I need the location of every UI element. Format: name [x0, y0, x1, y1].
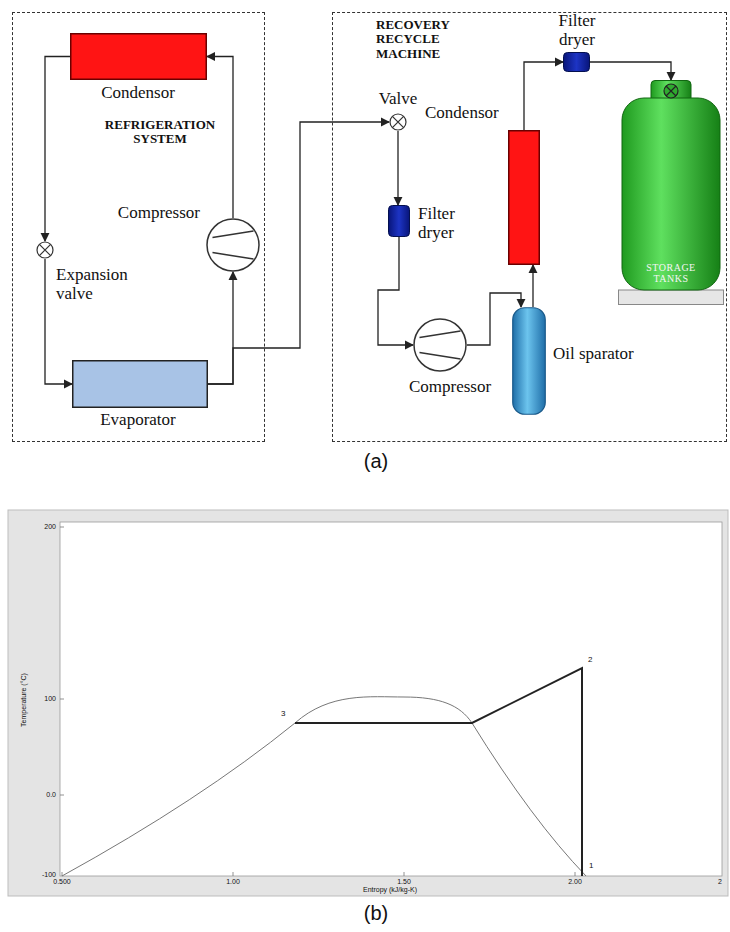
evaporator-box-outline — [72, 360, 208, 408]
group-heading: REFRIGERATION SYSTEM — [95, 118, 225, 147]
condenser-box-fill — [71, 34, 207, 80]
oil-separator: Oil sparator — [512, 307, 546, 415]
valve-symbol-outline — [36, 241, 54, 259]
part-label: Valve — [368, 90, 428, 109]
axis-label: 100 — [44, 695, 56, 703]
axis-label: -100 — [42, 871, 56, 879]
filter-dryer-outline — [388, 205, 410, 237]
valve-symbol: Expansion valve — [36, 241, 54, 259]
part-label: Compressor — [400, 378, 500, 397]
axis-title: Temperature (°C) — [20, 673, 28, 727]
system-boundary: REFRIGERATION SYSTEMCondensorCompressorE… — [12, 12, 265, 442]
part-label: Condensor — [88, 84, 188, 103]
axis-label: 1.50 — [397, 878, 411, 886]
compressor-lines — [212, 231, 253, 259]
compressor-symbol: Compressor — [206, 218, 260, 272]
chart-frame — [8, 510, 728, 896]
flow-line — [45, 259, 72, 384]
axis-label: 0.500 — [53, 878, 71, 886]
filter-dryer: Filter dryer — [563, 52, 590, 72]
valve-symbol-outline — [389, 113, 407, 131]
flow-line — [378, 237, 413, 345]
figure-caption: (a) — [364, 450, 388, 472]
flow-line — [590, 62, 671, 80]
valve-cross — [392, 116, 403, 127]
valve-circle — [390, 114, 406, 130]
flow-line — [208, 122, 389, 384]
flow-line — [208, 272, 233, 384]
part-label: STORAGE TANKS — [632, 262, 710, 284]
oil-separator-outline — [512, 307, 546, 415]
filter-dryer: Filter dryer — [388, 205, 410, 237]
part-label: Filter dryer — [418, 205, 478, 242]
part-label: Compressor — [96, 204, 200, 223]
tank-valve — [664, 84, 678, 98]
compressor-symbol-outline — [413, 318, 467, 372]
flow-line — [45, 57, 70, 242]
tank-base — [619, 290, 724, 305]
axis-label: 3 — [281, 710, 285, 719]
part-label: Expansion valve — [56, 266, 151, 303]
filter-body — [564, 53, 590, 72]
condenser-box-fill — [509, 131, 540, 265]
condenser-box: Condensor — [70, 33, 207, 80]
axis-label: 2 — [588, 656, 592, 665]
compressor-lines — [419, 331, 460, 359]
figure-caption: (b) — [364, 902, 388, 924]
valve-circle — [37, 242, 53, 258]
axis-label: 0.0 — [46, 791, 56, 799]
axis-label: 2 — [718, 878, 722, 886]
evaporator-box-fill — [73, 361, 208, 408]
flow-line — [467, 293, 521, 345]
axis-label: 1.00 — [226, 878, 240, 886]
flow-line — [207, 57, 233, 219]
compressor-symbol-outline — [206, 218, 260, 272]
axis-label: 2.00 — [568, 878, 582, 886]
filter-body — [389, 206, 410, 237]
machine-boundary: RECOVERY RECYCLE MACHINEValveFilter drye… — [332, 12, 727, 442]
tank-valve-cross — [666, 86, 676, 96]
storage-tank: STORAGE TANKS — [618, 80, 724, 305]
axis-label: 1 — [589, 862, 593, 871]
storage-tank-outline — [618, 80, 724, 305]
condenser-box-outline — [70, 33, 207, 80]
separator-body — [513, 308, 546, 415]
axis-ticks — [60, 527, 575, 876]
filter-dryer-outline — [563, 52, 590, 72]
condenser-box-outline — [508, 130, 540, 265]
flow-line — [524, 62, 563, 130]
compressor-symbol: Compressor — [413, 318, 467, 372]
plot-area — [60, 522, 722, 876]
compressor-circle — [414, 319, 466, 371]
flow-line — [532, 265, 533, 307]
evaporator-box: Evaporator — [72, 360, 208, 408]
axis-label: Entropy (kJ/kg-K) — [363, 886, 417, 894]
compressor-circle — [207, 219, 259, 271]
tank-body — [622, 98, 720, 290]
group-heading: RECOVERY RECYCLE MACHINE — [376, 18, 471, 61]
part-label: Evaporator — [88, 411, 188, 430]
axis-label: 200 — [44, 523, 56, 531]
valve-symbol: Valve — [389, 113, 407, 131]
condenser-box: Condensor — [508, 130, 540, 265]
cycle-path — [295, 668, 582, 876]
tank-neck — [651, 81, 691, 105]
flow-line — [397, 131, 398, 205]
valve-cross — [39, 244, 50, 255]
part-label: Oil sparator — [553, 345, 668, 364]
part-label: Filter dryer — [546, 12, 608, 49]
part-label: Condensor — [425, 104, 505, 123]
